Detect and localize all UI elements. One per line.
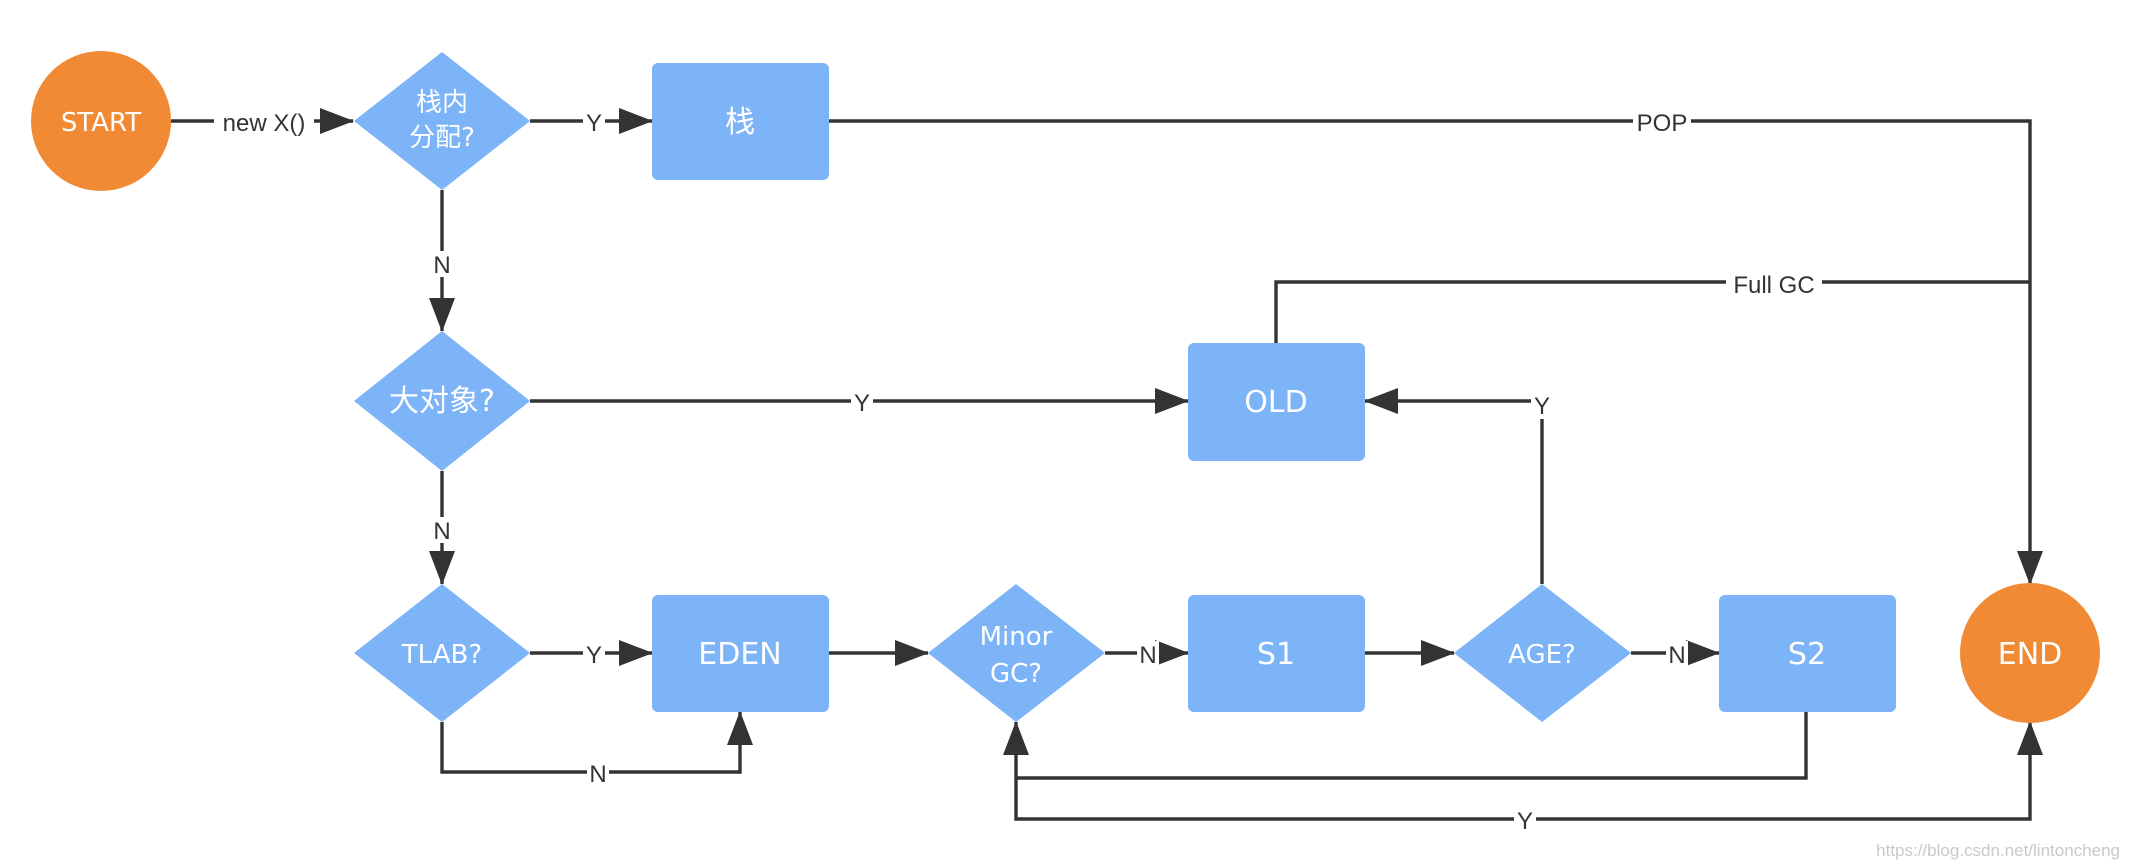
node-stack-alloc-decision: 栈内 分配?: [354, 52, 530, 190]
node-eden: EDEN: [652, 595, 829, 712]
node-minor-gc-decision: Minor GC?: [928, 584, 1105, 722]
node-stack: 栈: [652, 63, 829, 180]
node-stack-alloc-label-line2: 分配?: [409, 123, 475, 153]
edge-label-y-eden: Y: [586, 642, 602, 669]
node-end: END: [1960, 583, 2100, 723]
node-s2: S2: [1719, 595, 1896, 712]
node-old: OLD: [1188, 343, 1365, 461]
edge-label-new-x: new X(): [223, 110, 306, 137]
node-s1: S1: [1188, 595, 1365, 712]
edge-old-to-end-fullgc: [1274, 280, 2030, 343]
nodes: START 栈内 分配? 栈 大对象? OLD TLAB?: [31, 51, 2100, 723]
edge-label-n-s1: N: [1139, 642, 1156, 669]
node-tlab-decision: TLAB?: [354, 584, 530, 722]
edge-stack-to-end-pop: [829, 119, 2043, 585]
edge-label-n-large: N: [433, 252, 450, 279]
edge-label-y-age-old: Y: [1534, 393, 1550, 420]
node-minor-gc-label-line2: GC?: [990, 659, 1042, 689]
edge-label-y-old: Y: [854, 390, 870, 417]
node-eden-label: EDEN: [698, 637, 781, 672]
node-start-label: START: [61, 108, 141, 138]
node-tlab-label: TLAB?: [401, 640, 482, 670]
node-large-obj-decision: 大对象?: [354, 331, 530, 471]
edge-label-y-end: Y: [1517, 808, 1533, 835]
edge-label-n-s2: N: [1668, 642, 1685, 669]
edge-s2-to-minor-gc: [1003, 712, 1808, 780]
node-large-obj-label: 大对象?: [389, 384, 495, 419]
edge-label-y-stack: Y: [586, 110, 602, 137]
node-stack-label: 栈: [725, 105, 755, 140]
node-age-decision: AGE?: [1454, 584, 1631, 722]
watermark-text: https://blog.csdn.net/lintoncheng: [1876, 841, 2120, 860]
edge-label-n-eden: N: [589, 761, 606, 788]
node-end-label: END: [1998, 637, 2063, 672]
node-old-label: OLD: [1244, 385, 1307, 420]
node-age-label: AGE?: [1508, 640, 1576, 670]
edge-age-to-old: [1364, 388, 1544, 584]
node-stack-alloc-label-line1: 栈内: [416, 88, 468, 118]
edge-label-n-tlab: N: [433, 518, 450, 545]
node-minor-gc-label-line1: Minor: [980, 622, 1053, 652]
node-start: START: [31, 51, 171, 191]
node-s2-label: S2: [1788, 637, 1826, 672]
edge-minor-gc-to-end: [1014, 721, 2043, 821]
edge-label-full-gc: Full GC: [1733, 272, 1814, 299]
edge-label-pop: POP: [1637, 110, 1688, 137]
edge-labels: new X() Y POP Full GC N Y N Y Y N N N Y: [214, 109, 1822, 835]
node-s1-label: S1: [1257, 637, 1295, 672]
